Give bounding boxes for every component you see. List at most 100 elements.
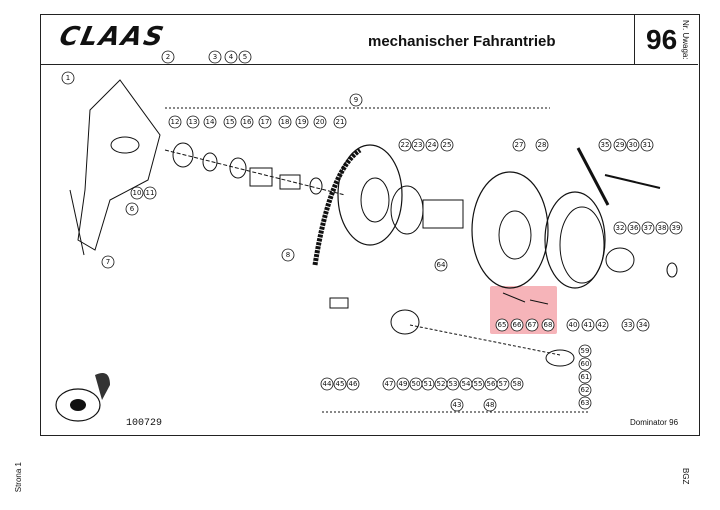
svg-text:27: 27 [515, 141, 524, 149]
svg-text:14: 14 [206, 118, 215, 126]
part-callout-39: 39 [669, 221, 683, 235]
svg-text:39: 39 [672, 224, 681, 232]
page-number: 96 [646, 24, 678, 55]
part-callout-64: 64 [434, 258, 448, 272]
part-callout-65: 65 [495, 318, 509, 332]
svg-text:59: 59 [581, 347, 590, 355]
svg-text:2: 2 [166, 53, 170, 61]
part-callout-18: 18 [278, 115, 292, 129]
svg-text:46: 46 [349, 380, 358, 388]
svg-text:25: 25 [443, 141, 452, 149]
svg-text:44: 44 [323, 380, 332, 388]
svg-text:45: 45 [336, 380, 345, 388]
part-callout-36: 36 [627, 221, 641, 235]
svg-text:22: 22 [401, 141, 410, 149]
part-callout-30: 30 [626, 138, 640, 152]
part-callout-55: 55 [471, 377, 485, 391]
part-callout-17: 17 [258, 115, 272, 129]
svg-text:57: 57 [499, 380, 508, 388]
svg-text:37: 37 [644, 224, 653, 232]
page-number-divider [634, 14, 635, 64]
part-callout-35: 35 [598, 138, 612, 152]
header-divider [40, 64, 698, 65]
svg-text:47: 47 [385, 380, 394, 388]
svg-text:68: 68 [544, 321, 553, 329]
part-callout-23: 23 [411, 138, 425, 152]
drawing-frame [40, 14, 700, 436]
svg-text:54: 54 [462, 380, 471, 388]
svg-text:60: 60 [581, 360, 590, 368]
svg-text:5: 5 [243, 53, 247, 61]
svg-text:58: 58 [513, 380, 522, 388]
part-callout-51: 51 [421, 377, 435, 391]
svg-text:53: 53 [449, 380, 458, 388]
part-callout-4: 4 [224, 50, 238, 64]
svg-text:65: 65 [498, 321, 507, 329]
part-callout-7: 7 [101, 255, 115, 269]
part-callout-11: 11 [143, 186, 157, 200]
part-callout-20: 20 [313, 115, 327, 129]
svg-text:52: 52 [437, 380, 446, 388]
part-callout-10: 10 [130, 186, 144, 200]
part-callout-28: 28 [535, 138, 549, 152]
svg-text:1: 1 [66, 74, 70, 82]
svg-text:29: 29 [616, 141, 625, 149]
part-callout-3: 3 [208, 50, 222, 64]
part-callout-34: 34 [636, 318, 650, 332]
part-callout-27: 27 [512, 138, 526, 152]
svg-text:33: 33 [624, 321, 633, 329]
part-callout-37: 37 [641, 221, 655, 235]
svg-text:6: 6 [130, 205, 135, 213]
svg-text:16: 16 [243, 118, 252, 126]
svg-text:48: 48 [486, 401, 495, 409]
svg-text:24: 24 [428, 141, 437, 149]
part-callout-38: 38 [655, 221, 669, 235]
svg-text:56: 56 [487, 380, 496, 388]
part-callout-52: 52 [434, 377, 448, 391]
part-callout-49: 49 [396, 377, 410, 391]
part-callout-58: 58 [510, 377, 524, 391]
svg-text:63: 63 [581, 399, 590, 407]
part-callout-9: 9 [349, 93, 363, 107]
part-callout-24: 24 [425, 138, 439, 152]
part-callout-41: 41 [581, 318, 595, 332]
model-label: Dominator 96 [630, 418, 679, 427]
part-callout-31: 31 [640, 138, 654, 152]
svg-text:11: 11 [146, 189, 155, 197]
part-callout-12: 12 [168, 115, 182, 129]
part-callout-5: 5 [238, 50, 252, 64]
svg-text:43: 43 [453, 401, 462, 409]
svg-text:34: 34 [639, 321, 648, 329]
svg-text:10: 10 [133, 189, 142, 197]
part-callout-62: 62 [578, 383, 592, 397]
svg-text:41: 41 [584, 321, 593, 329]
part-callout-57: 57 [496, 377, 510, 391]
part-callout-1: 1 [61, 71, 75, 85]
svg-text:62: 62 [581, 386, 590, 394]
svg-text:3: 3 [213, 53, 217, 61]
svg-text:20: 20 [316, 118, 325, 126]
svg-text:40: 40 [569, 321, 578, 329]
part-callout-21: 21 [333, 115, 347, 129]
part-callout-22: 22 [398, 138, 412, 152]
side-label-top: Nr. Uwaga: [681, 20, 690, 60]
part-callout-66: 66 [510, 318, 524, 332]
svg-text:31: 31 [643, 141, 652, 149]
part-callout-16: 16 [240, 115, 254, 129]
svg-text:23: 23 [414, 141, 423, 149]
part-callout-45: 45 [333, 377, 347, 391]
svg-text:17: 17 [261, 118, 270, 126]
part-callout-56: 56 [484, 377, 498, 391]
part-callout-2: 2 [161, 50, 175, 64]
part-callout-63: 63 [578, 396, 592, 410]
part-callout-6: 6 [125, 202, 139, 216]
part-callout-59: 59 [578, 344, 592, 358]
part-callout-42: 42 [595, 318, 609, 332]
svg-text:61: 61 [581, 373, 590, 381]
svg-text:51: 51 [424, 380, 433, 388]
svg-text:9: 9 [354, 96, 358, 104]
part-callout-25: 25 [440, 138, 454, 152]
part-callout-13: 13 [186, 115, 200, 129]
page-title: mechanischer Fahrantrieb [368, 33, 556, 50]
